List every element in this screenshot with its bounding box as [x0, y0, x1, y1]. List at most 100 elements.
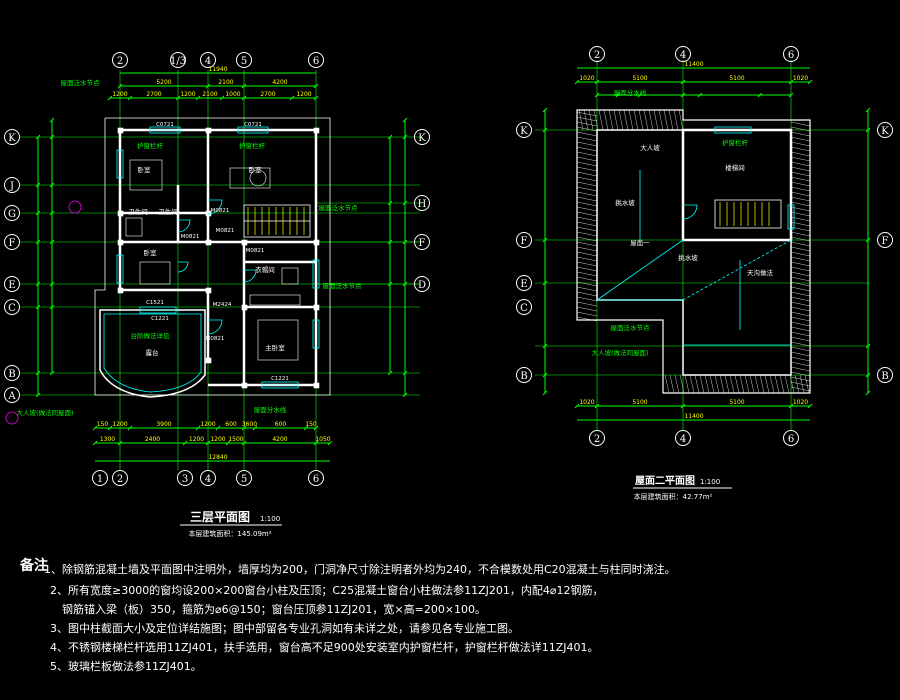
roof-labels: 屋面分水线大人坡护窗栏杆楼梯间挑水坡屋面一挑水坡天沟做法屋面泛水节点大人坡(做法…	[591, 88, 773, 357]
hatch-line	[790, 176, 811, 182]
hatch-line	[576, 161, 598, 167]
axis-bubble-left: F	[4, 234, 20, 250]
hatch-line	[628, 109, 634, 131]
hatch-line	[658, 109, 664, 131]
note-line: 2、所有宽度≥3000的窗均设200×200窗台小柱及压顶；C25混凝土窗台小柱…	[50, 584, 604, 597]
windows	[116, 126, 320, 389]
hatch-line	[643, 109, 649, 131]
dimension-tick	[175, 95, 181, 101]
hatch-line	[790, 371, 811, 377]
dimension-tick	[865, 237, 871, 243]
axis-bubble-label: 1	[97, 474, 103, 485]
hatch-line	[790, 156, 811, 162]
dimension-label: 3900	[156, 421, 171, 428]
room-label: 卧室	[138, 165, 152, 174]
axis-bubble-top: 2	[589, 46, 605, 62]
dimension-tick	[542, 237, 548, 243]
dimension-label: 2100	[202, 91, 217, 98]
desk	[229, 167, 271, 189]
dimension-tick	[35, 134, 41, 140]
axis-bubble-circle	[589, 430, 605, 446]
dimension-tick	[402, 370, 408, 376]
axis-bubble-bottom: 2	[589, 430, 605, 446]
detail-marker	[68, 200, 82, 214]
window-tag: C0721	[244, 122, 262, 128]
column	[241, 382, 248, 389]
dimension-label: 2400	[145, 436, 160, 443]
dimension-tick	[387, 281, 393, 287]
axis-bubble-label: F	[882, 236, 889, 247]
axis-bubble-circle	[4, 205, 20, 221]
hatch-line	[790, 316, 811, 322]
dimension-tick	[402, 239, 408, 245]
hatch-line	[790, 326, 811, 332]
axis-bubble-label: 4	[680, 50, 686, 61]
axis-bubble-label: F	[419, 238, 426, 249]
room-label: 卫生间	[128, 207, 148, 216]
axis-bubble-left: G	[4, 205, 20, 221]
column	[117, 210, 124, 217]
room-label: 台阶做法详见	[131, 331, 171, 340]
stair-outline	[714, 199, 782, 229]
hatch-line	[668, 109, 674, 131]
axis-bubble-circle	[414, 129, 430, 145]
hatch-line	[674, 374, 680, 394]
hatch-line	[578, 109, 584, 131]
axis-bubble-circle	[675, 430, 691, 446]
axis-bubble-top: 6	[308, 52, 324, 68]
hatch-line	[673, 109, 679, 131]
dimension-tick	[313, 440, 319, 446]
note-line: 1、除钢筋混凝土墙及平面图中注明外，墙厚均为200，门洞净尺寸除注明者外均为24…	[44, 563, 676, 576]
dimension-tick	[542, 107, 548, 113]
door-swing	[177, 261, 189, 273]
axis-bubble-left: K	[516, 122, 532, 138]
dimension-tick	[49, 182, 55, 188]
axis-bubble-left: K	[4, 129, 20, 145]
hatch-line	[648, 109, 654, 131]
note-line: 5、玻璃栏板做法参11ZJ401。	[50, 660, 202, 673]
hatch-line	[790, 341, 811, 347]
axis-bubble-right: H	[414, 195, 430, 211]
plan-title-text: 三层平面图	[190, 510, 250, 524]
hatch-line	[576, 151, 598, 157]
columns	[117, 127, 320, 389]
axis-bubble-left: J	[4, 177, 20, 193]
window	[116, 254, 124, 284]
window	[714, 126, 752, 134]
hatch-line	[739, 374, 745, 394]
dimension-tick	[107, 425, 113, 431]
hatch-line	[576, 311, 598, 317]
hatch-line	[790, 301, 811, 307]
hatch-line	[790, 126, 811, 132]
hatch-line	[618, 109, 624, 131]
dimension-tick	[865, 127, 871, 133]
hatch-line	[576, 226, 598, 232]
axis-bubble-circle	[308, 470, 324, 486]
hatch-line	[633, 109, 639, 131]
dimension-tick	[387, 134, 393, 140]
dimension-label: 4200	[272, 79, 287, 86]
hatch-line	[576, 191, 598, 197]
axis-bubble-bottom: 3	[177, 470, 193, 486]
axis-bubble-circle	[414, 276, 430, 292]
room-label: 屋面泛水节点	[61, 78, 101, 87]
dimension-tick	[807, 403, 813, 409]
room-label: 护窗栏杆	[137, 141, 164, 150]
roof-label: 天沟做法	[747, 268, 774, 277]
room-label: 大人坡(做法同屋面)	[16, 408, 73, 417]
hatch-line	[613, 109, 619, 131]
dimension-tick	[865, 343, 871, 349]
hatch-line	[790, 306, 811, 312]
hatch-line	[576, 241, 598, 247]
hatch-line	[790, 286, 811, 292]
hatch-line	[714, 374, 720, 394]
axis-bubble-label: 1/3	[170, 56, 186, 67]
dimension-tick	[92, 440, 98, 446]
dimension-tick	[865, 372, 871, 378]
axis-bubble-label: H	[418, 199, 427, 210]
hatch-line	[790, 311, 811, 317]
